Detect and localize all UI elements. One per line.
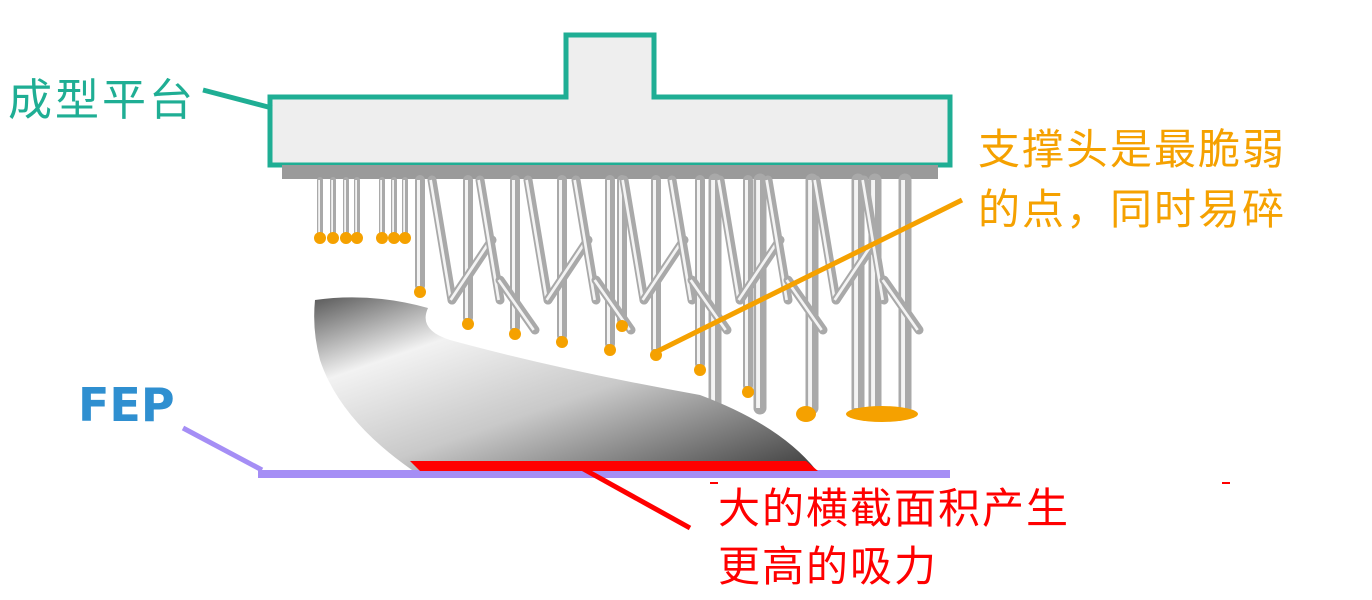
support-brace-highlight [881,279,919,331]
support-tips [314,232,918,422]
support-tip [414,286,426,298]
support-brace-highlight [861,179,884,301]
platform-label: 成型平台 [8,75,196,126]
support-brace-highlight [477,179,500,301]
support-tip [314,232,326,244]
support-tip [399,232,411,244]
support-brace-highlight [545,239,588,301]
support-tip [509,328,521,340]
support-tip [556,336,568,348]
support-brace-highlight [717,179,740,301]
support-tip-label-line1: 支撑头是最脆弱 [978,125,1287,174]
contact-area [410,461,818,471]
support-brace-highlight [737,239,780,301]
support-tip [327,232,339,244]
fep-leader-line [181,425,264,473]
cross-section-label: 大的横截面积产生 更高的吸力 [718,480,1070,596]
build-platform [267,32,953,168]
support-tip-leader-line [654,197,964,355]
support-brace-highlight [641,239,684,301]
support-brace-highlight [573,179,596,301]
support-tip-label-line2: 的点，同时易碎 [978,185,1287,234]
support-structure [317,173,924,415]
support-brace-highlight [833,239,876,301]
support-tip [340,232,352,244]
cross-section-label-line1: 大的横截面积产生 [718,484,1071,533]
support-tip [388,232,400,244]
support-tip [351,232,363,244]
support-tip [604,344,616,356]
support-brace-highlight [449,239,492,301]
support-brace-highlight [669,179,692,301]
printed-part [314,297,816,470]
support-brace-highlight [765,179,788,301]
platform-leader-line [202,87,273,111]
area-leader-line [576,463,692,531]
support-tip [376,232,388,244]
support-tip [796,406,816,422]
support-brace-highlight [429,179,452,301]
support-tip-label: 支撑头是最脆弱 的点，同时易碎 [978,120,1286,240]
support-brace-highlight [621,179,644,301]
support-brace-highlight [525,179,548,301]
support-tip [462,318,474,330]
cross-section-label-line2: 更高的吸力 [718,542,939,591]
support-brace-highlight [813,179,836,301]
support-brace-highlight [497,279,535,331]
support-tip [742,386,754,398]
support-tip [846,406,918,422]
fep-label: FEP [78,378,175,432]
platform-bottom-rim [282,165,938,179]
support-tip [694,364,706,376]
support-brace-highlight [785,279,823,331]
support-tip [616,320,628,332]
